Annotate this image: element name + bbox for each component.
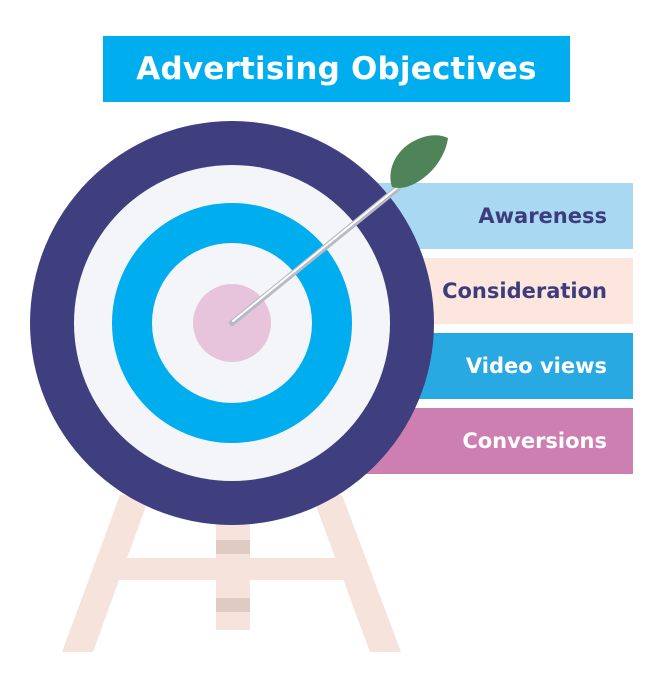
arrow-shaft-highlight: [232, 186, 399, 322]
easel-leg-right: [312, 495, 401, 652]
objective-label: Conversions: [462, 429, 607, 453]
diagram-title: Advertising Objectives: [136, 51, 537, 87]
objective-label: Consideration: [442, 279, 607, 303]
arrow-fletching: [390, 135, 448, 188]
easel-stand: [62, 495, 401, 652]
easel-leg-left: [62, 495, 150, 652]
title-banner: Advertising Objectives: [103, 36, 570, 102]
arrow: [229, 135, 448, 326]
easel-leg-shadow: [216, 540, 250, 554]
objective-label: Video views: [465, 354, 607, 378]
objective-label: Awareness: [478, 204, 607, 228]
easel-leg-shadow: [216, 598, 250, 612]
